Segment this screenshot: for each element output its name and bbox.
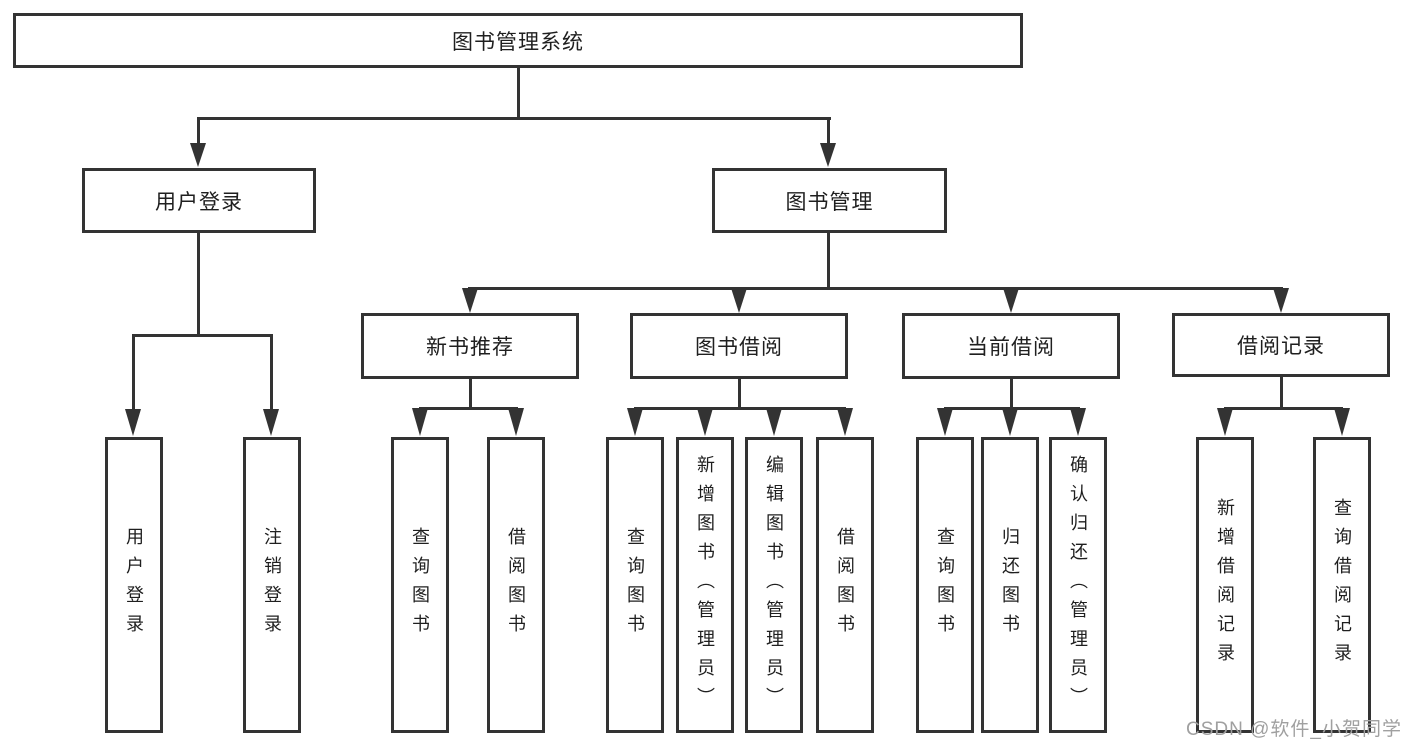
leaf-borrow-books: 借阅图书: [816, 437, 874, 733]
connector-leaf-drop: [270, 334, 273, 410]
leaf-add-borrow-record-label: 新增借阅记录: [1215, 498, 1235, 672]
node-current-borrow-label: 当前借阅: [967, 336, 1055, 359]
leaf-edit-books-admin-label: 编辑图书（管理员）: [764, 454, 784, 716]
arrow-down-icon: [937, 408, 953, 436]
leaf-borrow-books-label: 借阅图书: [835, 527, 855, 643]
leaf-recommend-query-books-label: 查询图书: [410, 527, 430, 643]
connector-level1-horizontal: [197, 117, 831, 120]
connector-records-vertical: [1280, 375, 1283, 410]
node-current-borrow: 当前借阅: [902, 313, 1120, 379]
node-borrow-records-label: 借阅记录: [1237, 335, 1325, 358]
arrow-down-icon: [731, 288, 747, 313]
leaf-add-books-admin-label: 新增图书（管理员）: [695, 454, 715, 716]
connector-leaf-drop: [132, 334, 135, 410]
connector-root-vertical: [517, 68, 520, 120]
leaf-query-borrow-record: 查询借阅记录: [1313, 437, 1371, 733]
node-library-system: 图书管理系统: [13, 13, 1023, 68]
node-new-book-recommend-label: 新书推荐: [426, 336, 514, 359]
connector-user-login-drop: [197, 117, 200, 147]
leaf-confirm-return-admin: 确认归还（管理员）: [1049, 437, 1107, 733]
leaf-current-query-books-label: 查询图书: [935, 527, 955, 643]
connector-records-branch: [1224, 407, 1343, 410]
arrow-down-icon: [1002, 408, 1018, 436]
arrow-down-icon: [508, 408, 524, 436]
arrow-down-icon: [837, 408, 853, 436]
leaf-user-login: 用户登录: [105, 437, 163, 733]
leaf-current-query-books: 查询图书: [916, 437, 974, 733]
arrow-down-icon: [1273, 288, 1289, 313]
arrow-down-icon: [1070, 408, 1086, 436]
leaf-borrow-query-books: 查询图书: [606, 437, 664, 733]
leaf-user-login-label: 用户登录: [124, 527, 144, 643]
leaf-recommend-borrow-books-label: 借阅图书: [506, 527, 526, 643]
leaf-logout: 注销登录: [243, 437, 301, 733]
arrow-down-icon: [462, 288, 478, 313]
node-user-login-label: 用户登录: [155, 190, 243, 214]
leaf-return-books: 归还图书: [981, 437, 1039, 733]
connector-current-vertical: [1010, 377, 1013, 410]
arrow-down-icon: [412, 408, 428, 436]
connector-user-login-vertical: [197, 233, 200, 337]
leaf-recommend-borrow-books: 借阅图书: [487, 437, 545, 733]
arrow-down-icon: [766, 408, 782, 436]
connector-recommend-branch: [419, 407, 518, 410]
arrow-down-icon: [820, 143, 836, 167]
node-library-system-label: 图书管理系统: [452, 30, 584, 54]
node-book-borrow: 图书借阅: [630, 313, 848, 379]
node-book-borrow-label: 图书借阅: [695, 336, 783, 359]
leaf-return-books-label: 归还图书: [1000, 527, 1020, 643]
arrow-down-icon: [125, 409, 141, 436]
leaf-add-borrow-record: 新增借阅记录: [1196, 437, 1254, 733]
leaf-borrow-query-books-label: 查询图书: [625, 527, 645, 643]
leaf-logout-label: 注销登录: [262, 527, 282, 643]
connector-level2-horizontal: [468, 287, 1283, 290]
leaf-recommend-query-books: 查询图书: [391, 437, 449, 733]
connector-user-login-branch: [132, 334, 273, 337]
arrow-down-icon: [190, 143, 206, 167]
node-new-book-recommend: 新书推荐: [361, 313, 579, 379]
connector-recommend-vertical: [469, 377, 472, 410]
arrow-down-icon: [627, 408, 643, 436]
connector-borrow-vertical: [738, 377, 741, 410]
csdn-watermark: CSDN @软件_小贺同学: [1186, 719, 1402, 740]
arrow-down-icon: [1003, 288, 1019, 313]
node-user-login: 用户登录: [82, 168, 316, 233]
node-book-management: 图书管理: [712, 168, 947, 233]
arrow-down-icon: [1217, 408, 1233, 436]
node-book-management-label: 图书管理: [785, 190, 874, 214]
arrow-down-icon: [1334, 408, 1350, 436]
leaf-query-borrow-record-label: 查询借阅记录: [1332, 498, 1352, 672]
leaf-confirm-return-admin-label: 确认归还（管理员）: [1068, 454, 1088, 716]
arrow-down-icon: [263, 409, 279, 436]
leaf-edit-books-admin: 编辑图书（管理员）: [745, 437, 803, 733]
connector-book-mgmt-drop: [827, 117, 830, 147]
connector-book-mgmt-vertical: [827, 233, 830, 290]
connector-borrow-branch: [634, 407, 846, 410]
node-borrow-records: 借阅记录: [1172, 313, 1390, 377]
arrow-down-icon: [697, 408, 713, 436]
leaf-add-books-admin: 新增图书（管理员）: [676, 437, 734, 733]
